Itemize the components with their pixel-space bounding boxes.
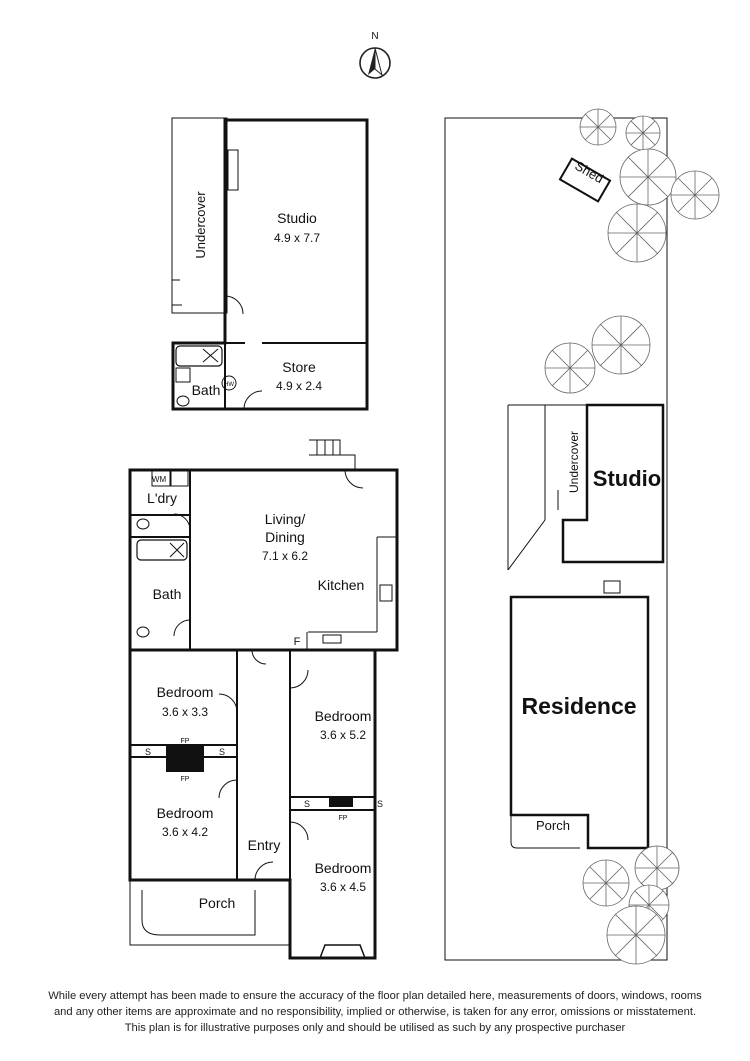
- site-undercover-label: Undercover: [567, 431, 581, 493]
- washing-machine-label: WM: [152, 475, 167, 484]
- shelf-label-2: S: [219, 747, 225, 757]
- site-studio-label: Studio: [593, 466, 661, 491]
- store-room-label: Store: [282, 359, 316, 375]
- disclaimer-line-2: and any other items are approximate and …: [53, 1006, 697, 1018]
- bedroom-4-label: Bedroom: [315, 860, 372, 876]
- kitchen-label: Kitchen: [318, 577, 365, 593]
- disclaimer-line-3: This plan is for illustrative purposes o…: [124, 1022, 626, 1034]
- bedroom-2-dims: 3.6 x 4.2: [162, 825, 208, 839]
- site-porch-label: Porch: [536, 818, 570, 833]
- bedroom-3-dims: 3.6 x 5.2: [320, 728, 366, 742]
- residence-label: Residence: [521, 693, 636, 719]
- shelf-label-4: S: [377, 799, 383, 809]
- hot-water-label: HW: [224, 382, 234, 388]
- living-room-label-line1: Living/: [265, 511, 306, 527]
- store-room-dims: 4.9 x 2.4: [276, 379, 322, 393]
- fireplace-label-bed4: FP: [339, 815, 348, 822]
- shelf-label-3: S: [304, 799, 310, 809]
- shelf-label-1: S: [145, 747, 151, 757]
- studio-room-dims: 4.9 x 7.7: [274, 231, 320, 245]
- bedroom-1-dims: 3.6 x 3.3: [162, 705, 208, 719]
- laundry-room-label: L'dry: [147, 490, 177, 506]
- living-room-label-line2: Dining: [265, 529, 305, 545]
- disclaimer: While every attempt has been made to ens…: [20, 988, 730, 1036]
- bedroom-2-label: Bedroom: [157, 805, 214, 821]
- tree-icon: [619, 148, 677, 206]
- outbuilding-plan: [171, 117, 369, 411]
- tree-icon: [625, 115, 661, 151]
- bedroom-3-label: Bedroom: [315, 708, 372, 724]
- fireplace-label-top: FP: [181, 738, 190, 745]
- tree-icon: [606, 905, 666, 965]
- compass-north-label: N: [371, 31, 378, 42]
- outbuilding-bath-label: Bath: [192, 382, 221, 398]
- bedroom-4-dims: 3.6 x 4.5: [320, 880, 366, 894]
- entry-label: Entry: [248, 837, 281, 853]
- bedroom-1-label: Bedroom: [157, 684, 214, 700]
- tree-icon: [579, 108, 617, 146]
- north-compass-icon: [359, 47, 391, 79]
- shed-label: Shed: [572, 158, 606, 186]
- tree-icon: [670, 170, 720, 220]
- tree-icon: [591, 315, 651, 375]
- tree-icon: [607, 203, 667, 263]
- fireplace-label-bottom: FP: [181, 776, 190, 783]
- tree-cluster: [544, 108, 720, 965]
- site-plan: [444, 117, 668, 961]
- studio-room-label: Studio: [277, 210, 317, 226]
- house-plan: [128, 439, 399, 960]
- house-porch-label: Porch: [199, 895, 236, 911]
- house-bath-label: Bath: [153, 586, 182, 602]
- fridge-label: F: [294, 636, 301, 648]
- outbuilding-undercover-label: Undercover: [193, 191, 208, 259]
- tree-icon: [544, 342, 596, 394]
- living-room-dims: 7.1 x 6.2: [262, 549, 308, 563]
- disclaimer-line-1: While every attempt has been made to ens…: [48, 990, 702, 1002]
- tree-icon: [582, 859, 630, 907]
- tree-icon: [634, 845, 680, 891]
